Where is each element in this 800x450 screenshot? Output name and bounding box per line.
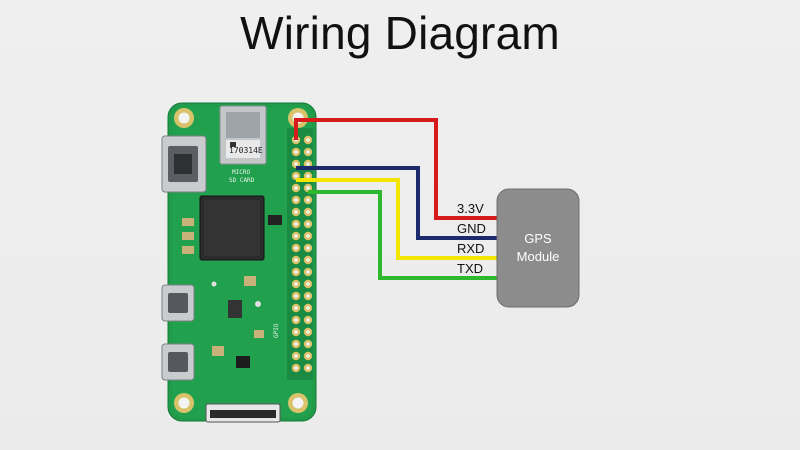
wire-rxd [296, 178, 497, 260]
gps-module: GPS Module [496, 188, 580, 308]
wire-3v3 [294, 118, 497, 220]
wires [294, 118, 497, 280]
micro-usb-port-power [161, 284, 195, 322]
gpio-pad-hole [306, 330, 310, 334]
gps-module-label-line1: GPS [524, 231, 552, 246]
gpio-pad-hole [306, 258, 310, 262]
gpio-pad-hole [294, 246, 298, 250]
gpio-pad-hole [294, 318, 298, 322]
wire-txd [308, 190, 497, 280]
gpio-pad-hole [306, 270, 310, 274]
gpio-pad-hole [294, 234, 298, 238]
gpio-pad-hole [306, 246, 310, 250]
sd-slot-silk-line1: MICRO [232, 169, 250, 176]
gpio-pad-hole [306, 210, 310, 214]
gpio-pad-hole [306, 162, 310, 166]
raspberry-pi-zero-board: 170314E MICRO SD CARD [161, 102, 317, 423]
smd-components [182, 215, 282, 368]
mini-hdmi-port [161, 135, 207, 193]
gpio-pad-hole [294, 330, 298, 334]
wire-label-txd: TXD [457, 261, 483, 276]
gpio-pad-hole [306, 222, 310, 226]
gpio-pad-hole [306, 366, 310, 370]
camera-connector [205, 403, 281, 423]
gpio-pads [291, 135, 313, 373]
gpio-pad-hole [306, 294, 310, 298]
wire-label-3v3: 3.3V [457, 201, 484, 216]
gps-module-box [496, 188, 580, 308]
gpio-pad-hole [306, 306, 310, 310]
sd-slot-silk-line2: SD CARD [229, 177, 255, 184]
gpio-pad-hole [294, 294, 298, 298]
gpio-pad-hole [294, 270, 298, 274]
gpio-header [287, 128, 313, 380]
gpio-pad-hole [294, 162, 298, 166]
gpio-pad-hole [294, 222, 298, 226]
diagram-title: Wiring Diagram [240, 7, 560, 59]
gpio-pad-hole [306, 150, 310, 154]
gps-module-label-line2: Module [517, 249, 560, 264]
gpio-pad-hole [294, 354, 298, 358]
gpio-pad-hole [306, 282, 310, 286]
gpio-pad-hole [294, 282, 298, 286]
gpio-pad-hole [294, 210, 298, 214]
gpio-pad-hole [294, 366, 298, 370]
gpio-silk-label: GPIO [273, 323, 280, 338]
gpio-pad-hole [306, 342, 310, 346]
micro-usb-port-data [161, 343, 195, 381]
gpio-pad-hole [306, 234, 310, 238]
wire-label-rxd: RXD [457, 241, 484, 256]
gpio-pad-hole [294, 186, 298, 190]
gpio-pad-hole [306, 198, 310, 202]
gpio-pad-hole [294, 306, 298, 310]
sd-chip-code: 170314E [229, 146, 263, 155]
gpio-pad-hole [306, 138, 310, 142]
gpio-pad-hole [306, 174, 310, 178]
micro-sd-card-slot: 170314E [219, 105, 267, 165]
pcb-inner-shade [172, 107, 312, 417]
gpio-pad-hole [294, 342, 298, 346]
gpio-pad-hole [306, 186, 310, 190]
wire-label-gnd: GND [457, 221, 486, 236]
gpio-pad-hole [294, 150, 298, 154]
gpio-pad-hole [306, 318, 310, 322]
gpio-pad-hole [294, 198, 298, 202]
wire-gnd [296, 166, 497, 240]
gpio-pad-hole [294, 258, 298, 262]
gpio-pad-hole [294, 174, 298, 178]
soc-chip [199, 195, 265, 261]
gpio-pad-hole [306, 354, 310, 358]
